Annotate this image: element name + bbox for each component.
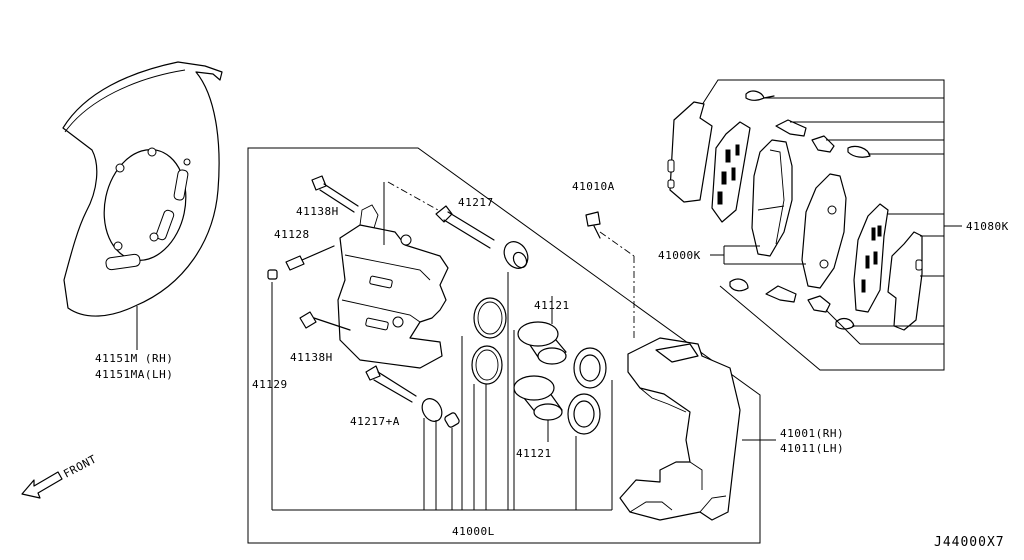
- pad-wear-clip-lower[interactable]: [807, 295, 831, 313]
- brake-pad-outer[interactable]: [751, 139, 793, 257]
- pad-return-spring-upper[interactable]: [745, 90, 775, 101]
- guide-bolt-lower[interactable]: [299, 311, 351, 331]
- label-41217a: 41217+A: [350, 415, 400, 428]
- label-41001: 41001(RH): [780, 427, 844, 440]
- pad-return-spring-lower[interactable]: [729, 278, 749, 292]
- pad-clip-lower[interactable]: [765, 285, 797, 303]
- pad-spring-upper-right[interactable]: [847, 145, 871, 158]
- guide-bolt-upper[interactable]: [311, 175, 359, 213]
- pad-wear-clip-upper[interactable]: [811, 135, 835, 153]
- backing-plate[interactable]: [62, 61, 223, 317]
- guide-pin-upper[interactable]: [435, 205, 495, 249]
- label-front: FRONT: [61, 452, 99, 480]
- diagram-reference: J44000X7: [934, 535, 1005, 550]
- pad-spring-lower-right[interactable]: [835, 317, 855, 330]
- pin-boot-lower[interactable]: [418, 395, 446, 425]
- hardware-leaders: [764, 97, 944, 345]
- dust-boot-upper[interactable]: [573, 347, 607, 389]
- label-41000l: 41000L: [452, 525, 495, 538]
- label-41121-lower: 41121: [516, 447, 552, 460]
- caliper-body[interactable]: [337, 204, 449, 369]
- piston-seal-lower[interactable]: [471, 345, 503, 385]
- pin-boot-upper[interactable]: [499, 237, 532, 272]
- bleeder-cap[interactable]: [267, 269, 278, 280]
- label-41011: 41011(LH): [780, 442, 844, 455]
- piston-seal-upper[interactable]: [473, 297, 507, 339]
- front-arrow-icon: [21, 471, 63, 499]
- label-41129: 41129: [252, 378, 288, 391]
- anti-squeal-shim-inner[interactable]: [853, 203, 889, 313]
- support-bolt[interactable]: [585, 211, 601, 239]
- dust-boot-lower[interactable]: [567, 393, 601, 435]
- pad-shim-outer[interactable]: [667, 101, 713, 203]
- pin-cap-lower[interactable]: [444, 412, 460, 428]
- hardware-kit-frame: [699, 79, 945, 371]
- caliper-assembly-frame: [247, 147, 761, 544]
- label-41128: 41128: [274, 228, 310, 241]
- label-41217: 41217: [458, 196, 494, 209]
- label-41138h-lower: 41138H: [290, 351, 333, 364]
- label-41000k: 41000K: [658, 249, 701, 262]
- label-41151ma: 41151MA(LH): [95, 368, 173, 381]
- anti-squeal-shim-outer[interactable]: [711, 121, 751, 223]
- label-41080k: 41080K: [966, 220, 1009, 233]
- piston-upper[interactable]: [517, 321, 567, 365]
- piston-lower[interactable]: [513, 375, 563, 421]
- pad-shim-inner[interactable]: [887, 231, 923, 331]
- brake-pad-inner[interactable]: [801, 173, 847, 289]
- label-41138h-upper: 41138H: [296, 205, 339, 218]
- caliper-support-bracket[interactable]: [619, 337, 741, 521]
- bleeder-screw[interactable]: [285, 245, 335, 271]
- pad-clip-upper[interactable]: [775, 119, 807, 137]
- label-41151m: 41151M (RH): [95, 352, 173, 365]
- label-41010a: 41010A: [572, 180, 615, 193]
- assembly-bracket-41000l: [272, 272, 613, 511]
- guide-pin-lower[interactable]: [365, 365, 417, 403]
